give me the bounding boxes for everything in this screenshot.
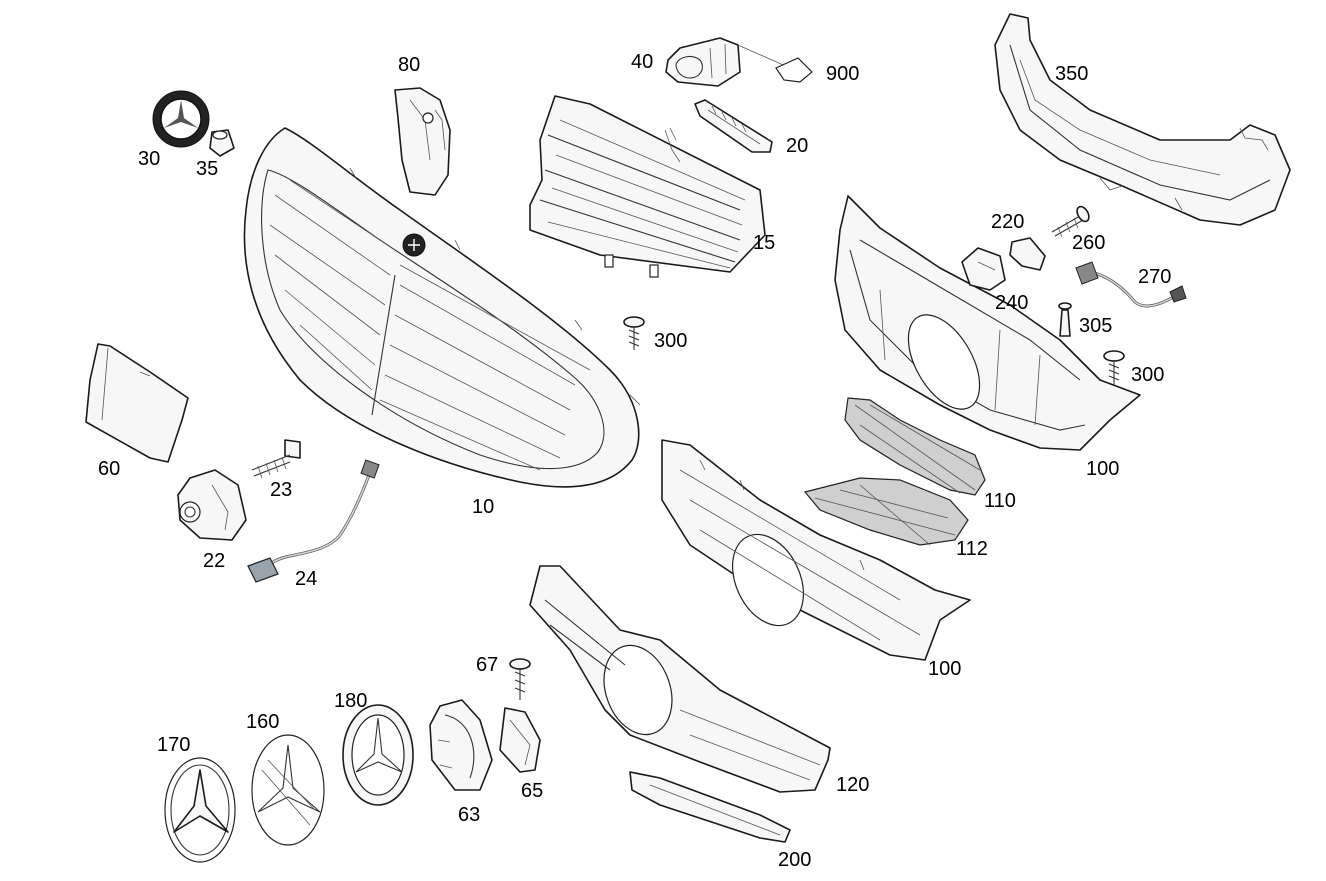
part-20-bracket xyxy=(694,99,773,153)
callout-160: 160 xyxy=(246,711,279,733)
part-80-side-bracket xyxy=(394,87,451,196)
part-120-chrome-bars xyxy=(529,565,831,793)
callout-300-upper: 300 xyxy=(654,330,687,352)
callout-100-upper: 100 xyxy=(1086,458,1119,480)
callout-65: 65 xyxy=(521,780,543,802)
callout-23: 23 xyxy=(270,479,292,501)
part-300-screw-upper xyxy=(623,316,645,350)
callout-900: 900 xyxy=(826,63,859,85)
callout-240: 240 xyxy=(995,292,1028,314)
part-220-small-bracket xyxy=(1009,237,1046,271)
part-170-star-emblem xyxy=(164,757,236,863)
callout-260: 260 xyxy=(1072,232,1105,254)
part-60-cover-panel xyxy=(85,343,189,463)
part-240-sensor xyxy=(961,247,1006,291)
part-100-diamond-grille xyxy=(661,439,971,661)
part-112-mesh-lower xyxy=(803,477,969,546)
part-67-screw xyxy=(509,658,531,700)
part-270-sensor-cable xyxy=(1075,261,1187,308)
callout-220: 220 xyxy=(991,211,1024,233)
callout-67: 67 xyxy=(476,654,498,676)
part-305-clip xyxy=(1058,302,1072,337)
callout-10: 10 xyxy=(472,496,494,518)
callout-60: 60 xyxy=(98,458,120,480)
callout-300-lower: 300 xyxy=(1131,364,1164,386)
callout-112: 112 xyxy=(956,538,988,560)
part-65-clip-holder xyxy=(499,707,541,773)
callout-40: 40 xyxy=(631,51,653,73)
part-260-screw xyxy=(1051,205,1090,238)
part-900-label xyxy=(775,57,813,83)
callout-110: 110 xyxy=(984,490,1016,512)
part-300-screw-lower xyxy=(1103,350,1125,386)
callout-30: 30 xyxy=(138,148,160,170)
callout-350: 350 xyxy=(1055,63,1088,85)
callout-120: 120 xyxy=(836,774,869,796)
callout-20: 20 xyxy=(786,135,808,157)
part-110-mesh-insert xyxy=(844,397,986,496)
callout-22: 22 xyxy=(203,550,225,572)
part-15-louvre-insert xyxy=(529,95,766,278)
part-180-emblem-base xyxy=(342,704,414,806)
part-40-sensor-module xyxy=(665,37,791,87)
callout-labels: 10 15 20 22 23 24 30 35 40 60 63 65 67 8… xyxy=(98,51,1171,871)
part-350-upper-carrier xyxy=(994,13,1291,226)
callout-24: 24 xyxy=(295,568,317,590)
part-63-emblem-carrier xyxy=(429,699,493,791)
callout-63: 63 xyxy=(458,804,480,826)
callout-80: 80 xyxy=(398,54,420,76)
callout-15: 15 xyxy=(753,232,775,254)
callout-170: 170 xyxy=(157,734,190,756)
part-35-nut xyxy=(209,129,235,157)
part-100-grille-frame xyxy=(834,195,1141,451)
callout-305: 305 xyxy=(1079,315,1112,337)
part-22-sensor-housing xyxy=(177,469,247,541)
part-160-emblem-disc xyxy=(251,734,325,846)
callout-270: 270 xyxy=(1138,266,1171,288)
part-200-trim-strip xyxy=(629,771,791,843)
part-24-cable xyxy=(247,459,380,583)
part-23-screw xyxy=(251,439,301,479)
callout-200: 200 xyxy=(778,849,811,871)
callout-180: 180 xyxy=(334,690,367,712)
part-30-emblem xyxy=(152,90,210,148)
callout-35: 35 xyxy=(196,158,218,180)
callout-100-lower: 100 xyxy=(928,658,961,680)
part-10-radiator-grille xyxy=(243,127,641,488)
